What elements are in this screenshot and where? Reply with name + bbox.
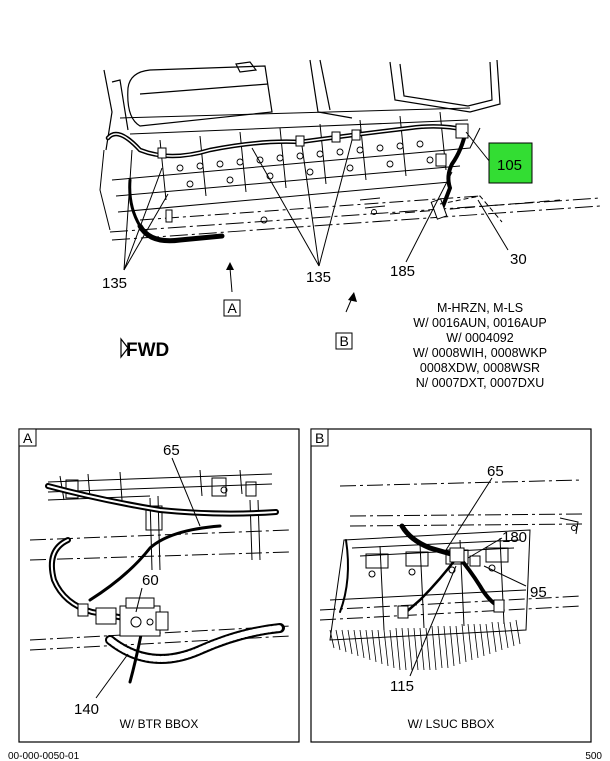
detail-a-letter-box	[18, 428, 37, 447]
detail-b-callout-180[interactable]: 180	[502, 529, 527, 546]
detail-a-letter: A	[23, 430, 33, 446]
detail-b-leaders	[409, 477, 527, 677]
detail-b-callout-115[interactable]: 115	[390, 678, 414, 695]
frame-rail-drawing	[99, 107, 601, 241]
detail-a-leaders	[95, 457, 201, 699]
detail-b-letter-box	[310, 428, 329, 447]
note-line: M-HRZN, M-LS	[437, 301, 523, 315]
view-marker-b-box[interactable]	[335, 332, 353, 350]
callout-30[interactable]: 30	[510, 251, 527, 268]
callout-135-center[interactable]: 135	[306, 269, 331, 286]
fuel-tank-drawing	[103, 61, 273, 151]
cab-panel-drawing	[309, 59, 501, 119]
detail-b-terminals	[397, 547, 505, 619]
detail-b-frame	[310, 428, 592, 743]
view-marker-b[interactable]: B	[340, 333, 349, 349]
view-marker-a-box[interactable]	[223, 299, 241, 317]
detail-a-caption: W/ BTR BBOX	[120, 717, 199, 731]
detail-a-callout-60[interactable]: 60	[142, 572, 159, 589]
applicability-notes: M-HRZN, M-LS W/ 0016AUN, 0016AUP W/ 0004…	[413, 301, 547, 390]
detail-b-drawing	[319, 479, 583, 641]
footer-right-code: 500	[585, 751, 602, 761]
detail-b-letter: B	[315, 430, 324, 446]
detail-a-panel: A	[18, 428, 300, 743]
view-arrow-b	[345, 292, 357, 313]
bracket-30-drawing	[439, 195, 503, 223]
main-harness	[105, 124, 469, 244]
detail-b-callout-95[interactable]: 95	[530, 584, 547, 601]
note-line: N/ 0007DXT, 0007DXU	[416, 376, 545, 390]
note-line: 0008XDW, 0008WSR	[420, 361, 540, 375]
main-leaders	[123, 131, 509, 271]
detail-a-cables	[45, 483, 285, 684]
highlight-box-105[interactable]	[488, 142, 533, 184]
callout-135-left[interactable]: 135	[102, 275, 127, 292]
detail-a-callout-140[interactable]: 140	[74, 701, 99, 718]
disconnect-box-60	[77, 597, 169, 637]
detail-b-callout-65[interactable]: 65	[487, 463, 504, 480]
footer-left-code: 00-000-0050-01	[8, 751, 80, 761]
harness-clips	[157, 123, 469, 223]
forward-arrow-icon	[120, 337, 129, 359]
detail-b-caption: W/ LSUC BBOX	[408, 717, 495, 731]
detail-b-hatching	[329, 619, 521, 671]
note-line: W/ 0016AUN, 0016AUP	[413, 316, 546, 330]
main-view: 135 135 105 185 30 A B FWD M-HRZN, M-LS …	[99, 59, 601, 390]
view-marker-a[interactable]: A	[228, 300, 238, 316]
callout-185[interactable]: 185	[390, 263, 415, 280]
detail-a-callout-65[interactable]: 65	[163, 442, 180, 459]
note-line: W/ 0008WIH, 0008WKP	[413, 346, 547, 360]
detail-b-panel: B	[310, 428, 592, 743]
note-line: W/ 0004092	[446, 331, 513, 345]
rail-bolts	[176, 140, 434, 224]
forward-label: FWD	[126, 340, 169, 361]
callout-105[interactable]: 105	[497, 157, 522, 174]
detail-a-frame	[18, 428, 300, 743]
view-arrow-a	[226, 262, 234, 293]
